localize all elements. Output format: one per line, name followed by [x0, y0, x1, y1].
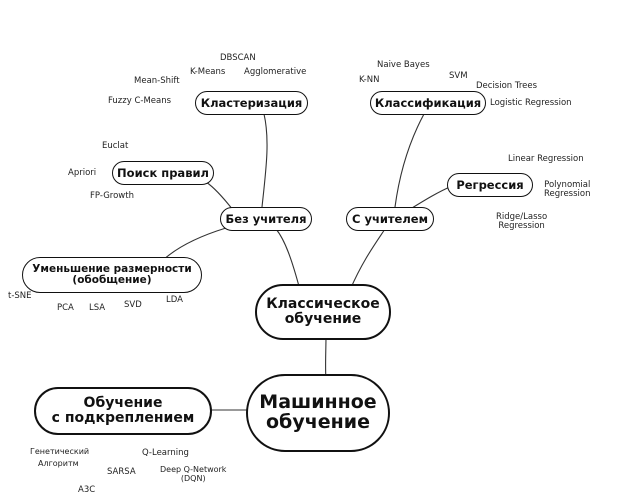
leaf-genetic: Генетический: [30, 447, 90, 456]
node-clustering: Кластеризация: [195, 91, 308, 115]
leaf-dqn: Deep Q-Network (DQN): [160, 465, 227, 483]
edge-unsupervised-clustering: [261, 113, 268, 208]
node-association: Поиск правил: [112, 161, 214, 185]
edge-classic-unsupervised: [275, 228, 301, 291]
node-classic: Классическое обучение: [255, 284, 391, 340]
leaf-algorithm: Алгоритм: [38, 459, 79, 468]
leaf-pca: PCA: [57, 303, 74, 313]
leaf-logistic-regression: Logistic Regression: [490, 98, 572, 108]
leaf-agglomerative: Agglomerative: [244, 67, 307, 77]
leaf-euclat: Euclat: [102, 141, 129, 151]
leaf-q-learning: Q-Learning: [142, 448, 189, 458]
leaf-fuzzy-cmeans: Fuzzy C-Means: [108, 96, 172, 106]
leaf-decision-trees: Decision Trees: [476, 81, 538, 91]
leaf-tsne: t-SNE: [8, 291, 32, 301]
leaf-apriori: Apriori: [68, 168, 97, 178]
leaf-lsa: LSA: [89, 303, 106, 313]
edge-unsupervised-association: [205, 181, 234, 211]
leaf-naive-bayes: Naive Bayes: [377, 60, 430, 70]
edge-classic-supervised: [349, 228, 386, 291]
leaf-mean-shift: Mean-Shift: [134, 76, 180, 86]
leaf-dbscan: DBSCAN: [220, 53, 256, 63]
leaf-lda: LDA: [166, 295, 183, 305]
leaf-polynomial-regression: Polynomial Regression: [544, 180, 591, 200]
node-classification: Классификация: [370, 91, 486, 115]
leaf-knn: K-NN: [359, 75, 380, 85]
leaf-svm: SVM: [449, 71, 468, 81]
leaf-linear-regression: Linear Regression: [508, 154, 584, 164]
node-regression: Регрессия: [447, 173, 533, 197]
node-reinforcement: Обучение с подкреплением: [34, 387, 212, 435]
edge-supervised-classification: [394, 113, 425, 208]
node-supervised: С учителем: [346, 207, 434, 231]
leaf-kmeans: K-Means: [190, 67, 226, 77]
leaf-sarsa: SARSA: [107, 467, 136, 477]
node-unsupervised: Без учителя: [220, 207, 312, 231]
node-dimensionality-reduction: Уменьшение размерности (обобщение): [22, 257, 202, 293]
leaf-a3c: A3C: [78, 485, 96, 495]
edge-supervised-regression: [411, 185, 453, 209]
leaf-ridge-lasso-regression: Ridge/Lasso Regression: [496, 212, 548, 232]
leaf-svd: SVD: [124, 300, 142, 310]
leaf-fp-growth: FP-Growth: [90, 191, 134, 201]
node-root: Машинное обучение: [246, 374, 390, 452]
